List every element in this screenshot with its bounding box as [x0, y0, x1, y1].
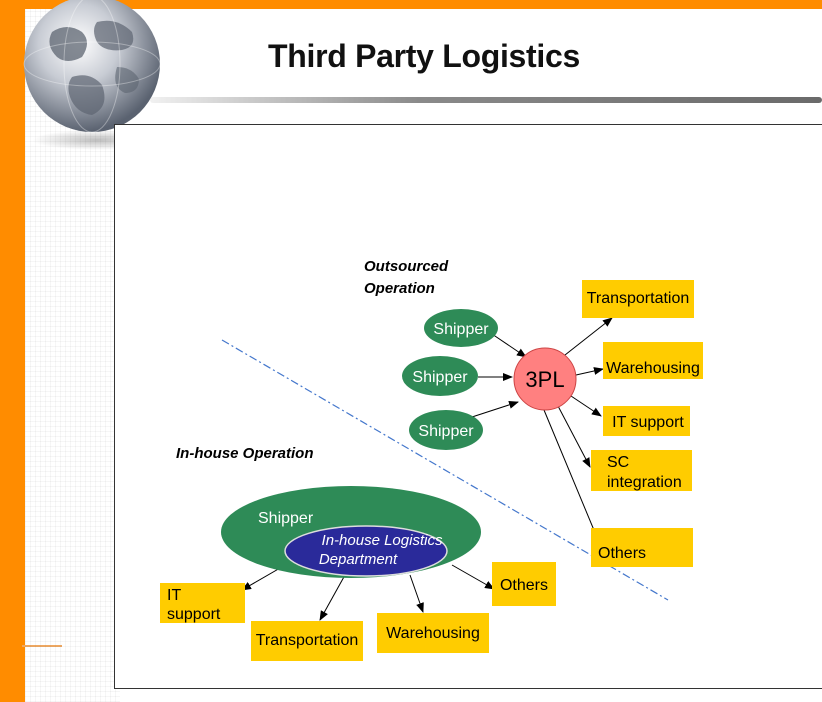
divider-line [221, 339, 669, 601]
outsourced-sc-integration-label-line2: integration [607, 474, 682, 491]
left-accent-bar [0, 0, 25, 702]
inhouse-transportation-box [251, 621, 363, 661]
outsourced-sc-integration-label-line1: SC [607, 454, 629, 471]
arrow-dept-to-transportation [319, 574, 346, 621]
inhouse-it-support-box [160, 583, 245, 623]
top-accent-bar [0, 0, 822, 9]
inhouse-transportation-label: Transportation [256, 632, 359, 649]
arrow-dept-to-others [451, 564, 495, 590]
inhouse-it-support-label-line2: support [167, 606, 221, 623]
shipper-node-1-label: Shipper [433, 321, 489, 338]
outsourced-others-label: Others [598, 545, 646, 562]
title-underline [150, 97, 822, 103]
arrow-dept-to-warehousing [409, 574, 424, 613]
shipper-node-2-label: Shipper [412, 369, 468, 386]
inhouse-warehousing-box [377, 613, 489, 653]
3pl-hub-node [513, 347, 577, 411]
inhouse-dept-label-line2: Department [319, 551, 398, 568]
arrow-3pl-to-it-support [570, 395, 602, 417]
inhouse-dept-node [284, 525, 448, 577]
arrow-shipper1-to-3pl [491, 333, 527, 358]
shipper-node-2 [402, 356, 478, 396]
outsourced-label-line2: Operation [364, 280, 435, 297]
outsourced-it-support-box [603, 406, 690, 436]
inhouse-label: In-house Operation [176, 445, 314, 462]
arrow-3pl-to-transportation [564, 317, 613, 356]
inhouse-others-box [492, 562, 556, 606]
arrow-3pl-to-warehousing [575, 367, 604, 376]
outsourced-transportation-box [582, 280, 694, 318]
outsourced-it-support-label: IT support [612, 414, 684, 431]
outsourced-others-box [591, 528, 693, 567]
left-accent-divider [22, 645, 62, 647]
inhouse-warehousing-label: Warehousing [386, 625, 480, 642]
inhouse-others-label: Others [500, 577, 548, 594]
shipper-node-3 [409, 410, 483, 450]
page-title: Third Party Logistics [268, 38, 580, 74]
shipper-node-3-label: Shipper [418, 423, 474, 440]
inhouse-shipper-label: Shipper [258, 510, 314, 527]
arrow-shipper3-to-3pl [471, 400, 519, 418]
outsourced-transportation-label: Transportation [587, 290, 690, 307]
inhouse-it-support-label-line1: IT [167, 587, 181, 604]
shipper-node-1 [424, 309, 498, 347]
globe-logo-icon [23, 0, 162, 150]
3pl-hub-label: 3PL [525, 367, 564, 392]
outsourced-warehousing-label: Warehousing [606, 360, 700, 377]
outsourced-warehousing-box [603, 342, 703, 379]
arrow-3pl-to-sc-integration [557, 405, 591, 468]
arrow-3pl-to-others [543, 409, 602, 548]
outsourced-sc-integration-box [591, 450, 692, 491]
outsourced-label-line1: Outsourced [364, 258, 449, 275]
inhouse-dept-label-line1: In-house Logistics [322, 532, 443, 549]
